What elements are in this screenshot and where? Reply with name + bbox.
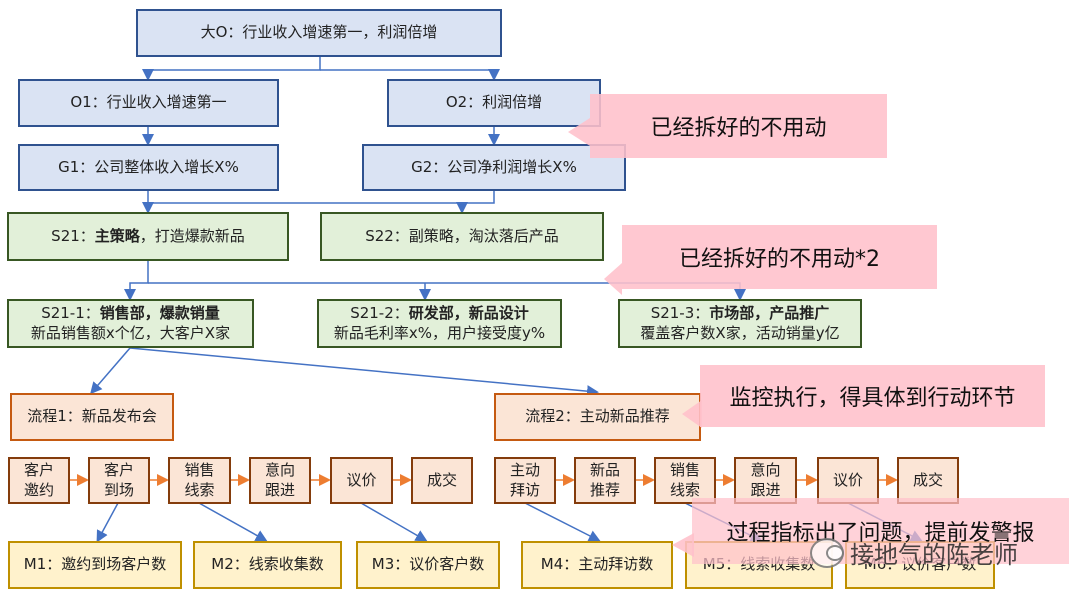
step-line1: 客户 bbox=[23, 461, 54, 479]
strategy-s21-box: S21：主策略，打造爆款新品 bbox=[7, 212, 289, 261]
top-objective-box: 大O：行业收入增速第一，利润倍增 bbox=[136, 9, 502, 57]
watermark: 接地气的陈老师 bbox=[810, 535, 1018, 570]
callout-3: 监控执行，得具体到行动环节 bbox=[700, 365, 1045, 427]
dept-s21-2-sub: 新品毛利率x%，用户接受度y% bbox=[333, 323, 546, 342]
dept-s21-3-title: S21-3：市场部，产品推广 bbox=[651, 304, 830, 324]
metric-m2-label: M2：线索收集数 bbox=[211, 555, 324, 574]
step-left-4: 意向跟进 bbox=[249, 457, 311, 504]
objective-o2-box: O2：利润倍增 bbox=[387, 79, 601, 127]
step-line2: 拜访 bbox=[509, 480, 540, 499]
step-line2: 推荐 bbox=[589, 480, 620, 499]
step-line1: 新品 bbox=[589, 461, 620, 479]
s21-prefix: S21： bbox=[51, 226, 95, 245]
objective-o2-label: O2：利润倍增 bbox=[445, 93, 543, 112]
callout-1-text: 已经拆好的不用动 bbox=[650, 116, 827, 141]
callout-1-tail bbox=[568, 118, 590, 146]
step-left-3: 销售线索 bbox=[168, 457, 231, 504]
step-line1: 销售 bbox=[669, 461, 700, 479]
objective-o1-label: O1：行业收入增速第一 bbox=[70, 93, 227, 112]
step-line1: 议价 bbox=[346, 470, 377, 489]
metric-m3-label: M3：议价客户数 bbox=[371, 555, 485, 574]
dept-s21-1-sub: 新品销售额x个亿，大客户X家 bbox=[30, 323, 231, 342]
dept-prefix: S21-1： bbox=[41, 304, 100, 322]
step-line1: 议价 bbox=[832, 470, 863, 489]
step-line1: 意向 bbox=[750, 461, 781, 479]
goal-g2-label: G2：公司净利润增长X% bbox=[411, 157, 577, 176]
wechat-icon bbox=[810, 537, 844, 568]
s21-bold: 主策略 bbox=[94, 226, 140, 245]
step-right-3: 销售线索 bbox=[654, 457, 716, 504]
step-right-1: 主动拜访 bbox=[494, 457, 556, 504]
watermark-text: 接地气的陈老师 bbox=[850, 541, 1018, 569]
metric-m1-box: M1：邀约到场客户数 bbox=[8, 541, 182, 589]
metric-m4-label: M4：主动拜访数 bbox=[540, 555, 654, 574]
dept-s21-2-box: S21-2：研发部，新品设计 新品毛利率x%，用户接受度y% bbox=[317, 299, 562, 348]
process-1-label: 流程1：新品发布会 bbox=[27, 407, 157, 426]
callout-1: 已经拆好的不用动 bbox=[590, 94, 887, 158]
step-right-4: 意向跟进 bbox=[734, 457, 797, 504]
callout-4-text: 过程指标出了问题，提前发警报 bbox=[726, 521, 1035, 546]
strategy-s22-box: S22：副策略，淘汰落后产品 bbox=[320, 212, 604, 261]
step-right-2: 新品推荐 bbox=[574, 457, 636, 504]
objective-o1-box: O1：行业收入增速第一 bbox=[18, 79, 279, 127]
step-line2: 跟进 bbox=[264, 480, 295, 499]
callout-3-text: 监控执行，得具体到行动环节 bbox=[729, 386, 1016, 411]
step-left-5: 议价 bbox=[330, 457, 393, 504]
dept-s21-2-title: S21-2：研发部，新品设计 bbox=[350, 304, 529, 324]
callout-4-tail bbox=[672, 533, 694, 557]
dept-bold: 研发部，新品设计 bbox=[408, 304, 529, 322]
metric-m1-label: M1：邀约到场客户数 bbox=[23, 555, 167, 574]
callout-2: 已经拆好的不用动*2 bbox=[622, 225, 937, 289]
dept-prefix: S21-3： bbox=[650, 304, 710, 322]
metric-m2-box: M2：线索收集数 bbox=[193, 541, 342, 589]
top-objective-label: 大O：行业收入增速第一，利润倍增 bbox=[200, 23, 438, 42]
step-line1: 意向 bbox=[264, 461, 295, 479]
callout-2-tail bbox=[604, 263, 622, 295]
goal-g2-box: G2：公司净利润增长X% bbox=[362, 144, 626, 191]
step-right-5: 议价 bbox=[817, 457, 879, 504]
metric-m4-box: M4：主动拜访数 bbox=[521, 541, 673, 589]
goal-g1-box: G1：公司整体收入增长X% bbox=[18, 144, 279, 191]
step-line1: 主动 bbox=[509, 461, 540, 479]
strategy-s21-label: S21：主策略，打造爆款新品 bbox=[51, 227, 245, 247]
metric-m3-box: M3：议价客户数 bbox=[356, 541, 500, 589]
callout-4: 过程指标出了问题，提前发警报 bbox=[692, 498, 1069, 564]
process-1-box: 流程1：新品发布会 bbox=[10, 393, 174, 441]
strategy-s22-label: S22：副策略，淘汰落后产品 bbox=[365, 226, 559, 245]
step-left-1: 客户邀约 bbox=[8, 457, 70, 504]
dept-bold: 销售部，爆款销量 bbox=[99, 304, 220, 322]
step-line2: 线索 bbox=[669, 480, 700, 499]
step-line2: 跟进 bbox=[750, 480, 781, 499]
step-right-6: 成交 bbox=[897, 457, 959, 504]
callout-2-text: 已经拆好的不用动*2 bbox=[679, 247, 880, 272]
dept-s21-1-title: S21-1：销售部，爆款销量 bbox=[41, 304, 220, 324]
step-line1: 销售 bbox=[184, 461, 215, 479]
s21-rest: ，打造爆款新品 bbox=[139, 226, 245, 245]
step-line1: 成交 bbox=[912, 470, 943, 489]
step-line1: 成交 bbox=[426, 470, 457, 489]
callout-3-tail bbox=[682, 400, 702, 428]
step-line2: 线索 bbox=[184, 480, 215, 499]
goal-g1-label: G1：公司整体收入增长X% bbox=[58, 157, 239, 176]
dept-prefix: S21-2： bbox=[350, 304, 409, 322]
step-line2: 邀约 bbox=[23, 480, 54, 499]
step-line2: 到场 bbox=[103, 480, 134, 499]
step-line1: 客户 bbox=[103, 461, 134, 479]
dept-s21-3-box: S21-3：市场部，产品推广 覆盖客户数X家，活动销量y亿 bbox=[618, 299, 862, 348]
dept-s21-3-sub: 覆盖客户数X家，活动销量y亿 bbox=[640, 323, 840, 342]
dept-bold: 市场部，产品推广 bbox=[709, 304, 830, 322]
dept-s21-1-box: S21-1：销售部，爆款销量 新品销售额x个亿，大客户X家 bbox=[7, 299, 254, 348]
process-2-box: 流程2：主动新品推荐 bbox=[494, 393, 701, 441]
step-left-6: 成交 bbox=[411, 457, 473, 504]
step-left-2: 客户到场 bbox=[88, 457, 150, 504]
process-2-label: 流程2：主动新品推荐 bbox=[525, 407, 670, 426]
